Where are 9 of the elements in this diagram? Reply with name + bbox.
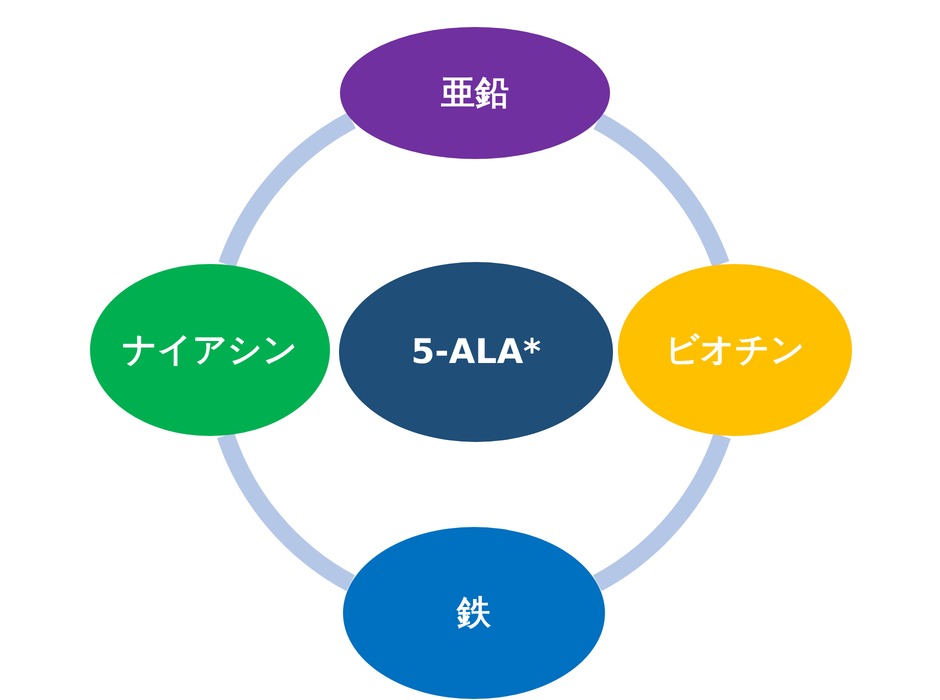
ring-arc bbox=[592, 432, 731, 591]
ellipse-node: 亜鉛 bbox=[340, 27, 610, 159]
ellipse-node: ナイアシン bbox=[90, 264, 330, 436]
ring-arc bbox=[593, 113, 730, 268]
ellipse-node: 5-ALA* bbox=[339, 262, 613, 442]
ellipse-node: ビオチン bbox=[618, 264, 852, 436]
ring-arc bbox=[217, 432, 356, 591]
ellipse-node: 鉄 bbox=[343, 527, 605, 699]
ring-arc bbox=[218, 112, 356, 268]
